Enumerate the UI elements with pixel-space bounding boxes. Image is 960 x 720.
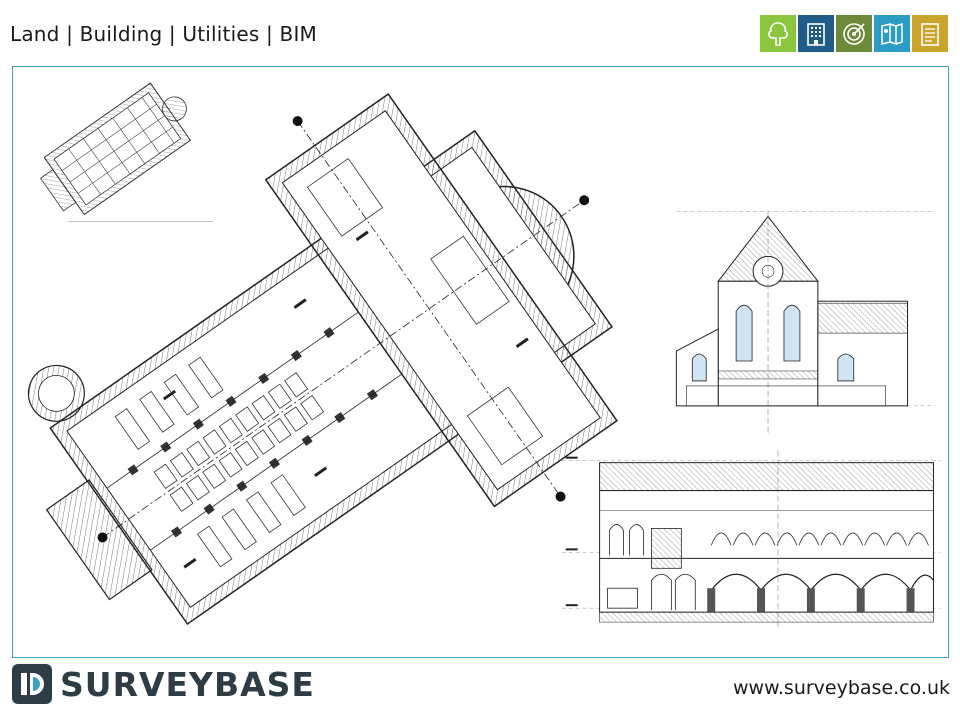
utilities-icon[interactable] — [836, 15, 872, 52]
survey-drawing — [27, 82, 941, 631]
east-elevation — [675, 211, 936, 436]
drawing-frame — [12, 66, 949, 658]
document-icon[interactable] — [912, 15, 948, 52]
logo-mark-icon — [12, 664, 52, 704]
service-icon-bar — [760, 15, 948, 52]
bim-icon[interactable] — [874, 15, 910, 52]
floor-plan — [27, 93, 618, 626]
building-icon[interactable] — [798, 15, 834, 52]
long-section — [561, 450, 941, 631]
page-title: Land | Building | Utilities | BIM — [10, 22, 318, 46]
website-link[interactable]: www.surveybase.co.uk — [733, 677, 950, 699]
land-icon[interactable] — [760, 15, 796, 52]
key-plan — [40, 82, 213, 222]
brand-logo[interactable]: SURVEYBASE — [12, 664, 315, 704]
brand-name: SURVEYBASE — [60, 664, 315, 704]
